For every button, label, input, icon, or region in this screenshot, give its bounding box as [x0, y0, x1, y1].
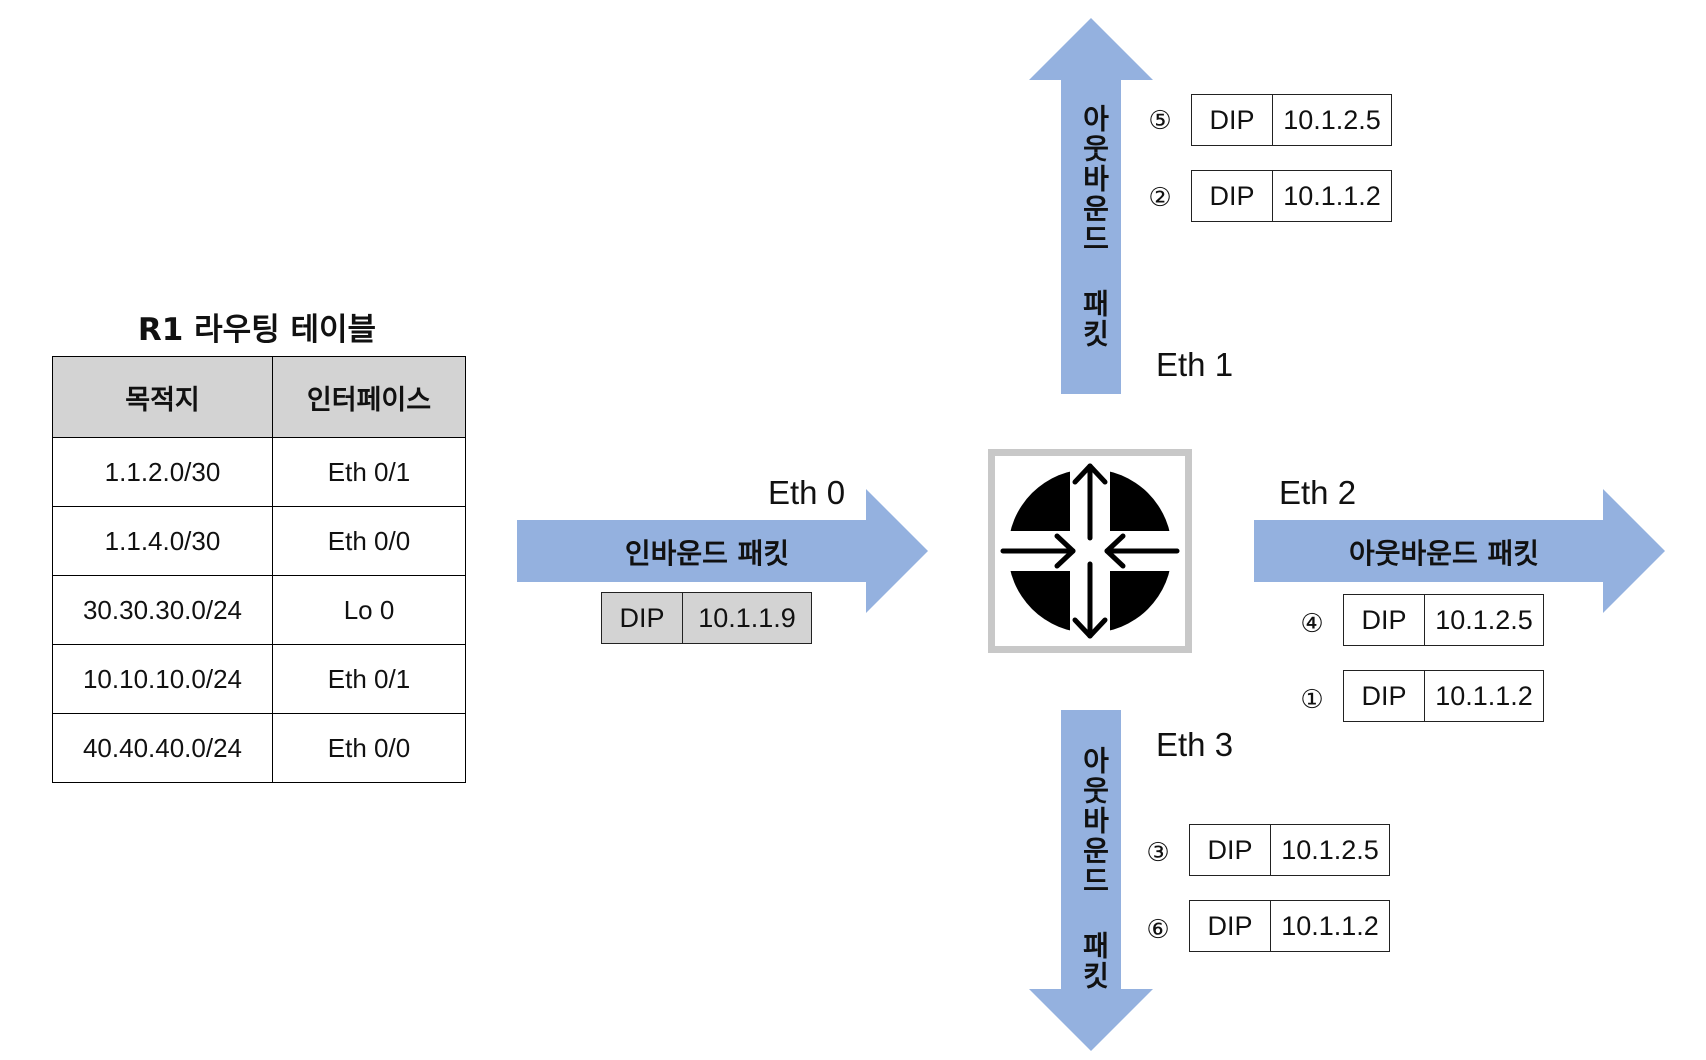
outbound-packet: DIP 10.1.1.2 [1191, 170, 1392, 222]
outbound-arrow-eth1 [1029, 18, 1153, 394]
outbound-arrow-eth3 [1029, 710, 1153, 1051]
packet-value: 10.1.2.5 [1435, 604, 1533, 635]
table-row: 30.30.30.0/24 Lo 0 [52, 575, 466, 645]
packet-value: 10.1.1.2 [1435, 680, 1533, 711]
table-row: 1.1.4.0/30 Eth 0/0 [52, 506, 466, 576]
interface-label-eth0: Eth 0 [768, 474, 846, 511]
packet-value: 10.1.2.5 [1283, 104, 1381, 135]
outbound-packet: DIP 10.1.2.5 [1343, 594, 1544, 646]
packet-field: DIP [1344, 595, 1425, 645]
outbound-arrow-label-eth2: 아웃바운드 패킷 [1348, 537, 1540, 570]
sequence-number: ⑥ [1146, 915, 1170, 945]
outbound-arrow-eth2 [1254, 489, 1665, 613]
sequence-number: ④ [1300, 609, 1324, 639]
routing-table-header-row: 목적지 인터페이스 [52, 356, 466, 438]
packet-field: DIP [1192, 95, 1273, 145]
sequence-number: ② [1148, 183, 1172, 213]
interface-label-eth2: Eth 2 [1279, 474, 1357, 511]
inbound-packet: DIP 10.1.1.9 [601, 592, 812, 644]
packet-field: DIP [1190, 825, 1271, 875]
inbound-arrow-label: 인바운드 패킷 [624, 537, 790, 570]
packet-field: DIP [1344, 671, 1425, 721]
sequence-number: ① [1300, 685, 1324, 715]
routing-table-title: R1 라우팅 테이블 [137, 312, 377, 348]
packet-field: DIP [1190, 901, 1271, 951]
router-icon [988, 449, 1192, 653]
table-row: 10.10.10.0/24 Eth 0/1 [52, 644, 466, 714]
destination-cell: 30.30.30.0/24 [52, 575, 273, 645]
interface-cell: Eth 0/0 [272, 506, 466, 576]
packet-value: 10.1.1.2 [1283, 180, 1381, 211]
destination-cell: 40.40.40.0/24 [52, 713, 273, 783]
sequence-number: ③ [1146, 838, 1170, 868]
packet-value: 10.1.1.9 [698, 602, 796, 633]
outbound-packet: DIP 10.1.2.5 [1191, 94, 1392, 146]
outbound-packet: DIP 10.1.2.5 [1189, 824, 1390, 876]
sequence-number: ⑤ [1148, 106, 1172, 136]
interface-cell: Eth 0/1 [272, 644, 466, 714]
interface-cell: Eth 0/0 [272, 713, 466, 783]
outbound-arrow-label-eth3: 아웃바운드 패킷 [1078, 746, 1111, 991]
column-header-interface: 인터페이스 [272, 356, 466, 438]
outbound-packet: DIP 10.1.1.2 [1343, 670, 1544, 722]
table-row: 40.40.40.0/24 Eth 0/0 [52, 713, 466, 783]
router-symbol-icon [1000, 463, 1180, 639]
packet-field: DIP [602, 593, 683, 643]
interface-label-eth1: Eth 1 [1156, 346, 1234, 383]
outbound-arrow-label-eth1: 아웃바운드 패킷 [1078, 104, 1111, 349]
packet-value: 10.1.1.2 [1281, 910, 1379, 941]
routing-table: 목적지 인터페이스 1.1.2.0/30 Eth 0/1 1.1.4.0/30 … [52, 356, 466, 783]
packet-value: 10.1.2.5 [1281, 834, 1379, 865]
interface-label-eth3: Eth 3 [1156, 726, 1234, 763]
inbound-arrow [517, 489, 928, 613]
destination-cell: 10.10.10.0/24 [52, 644, 273, 714]
interface-cell: Eth 0/1 [272, 437, 466, 507]
column-header-destination: 목적지 [52, 356, 273, 438]
outbound-packet: DIP 10.1.1.2 [1189, 900, 1390, 952]
packet-field: DIP [1192, 171, 1273, 221]
